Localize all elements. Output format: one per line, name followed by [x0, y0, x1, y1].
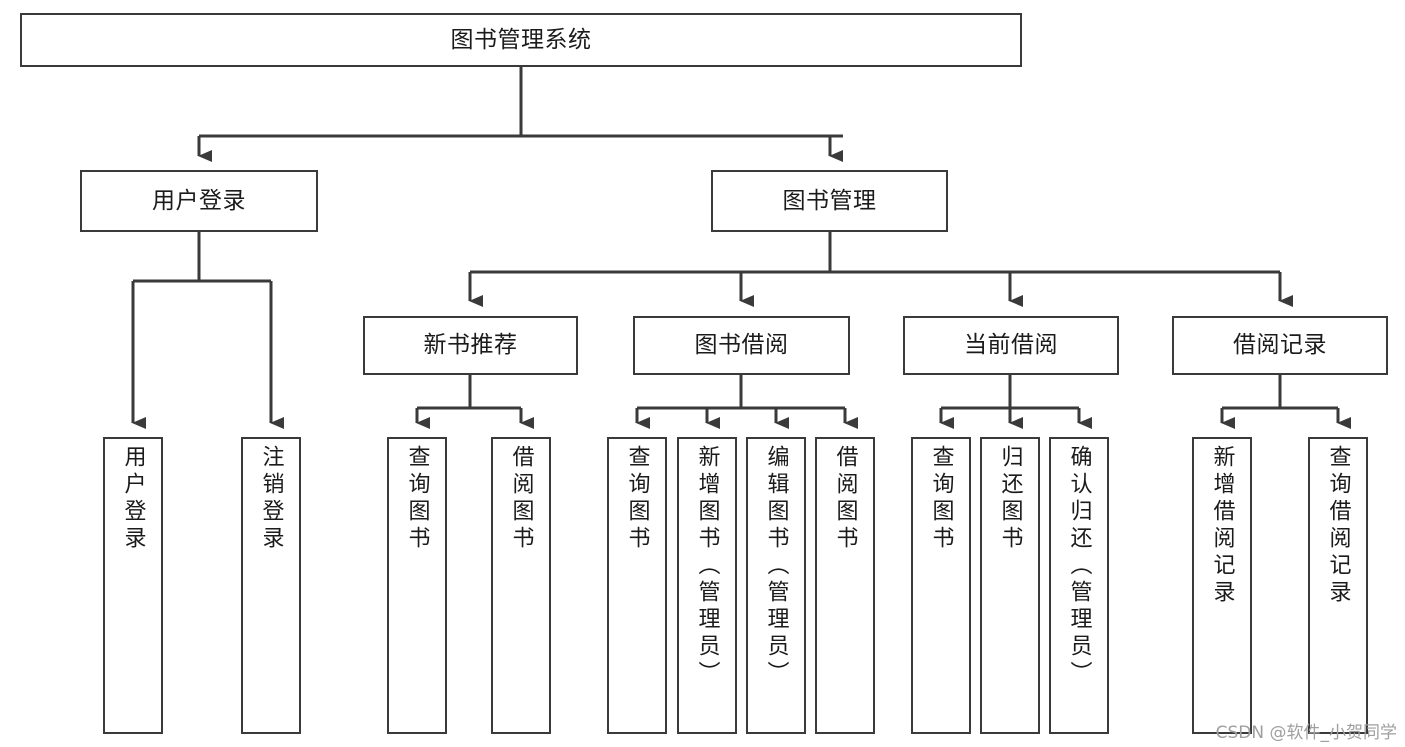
node-leaf-user-login-label: 用户登录: [120, 445, 146, 553]
node-leaf-cb-return-book[interactable]: 归还图书: [980, 437, 1040, 734]
node-leaf-br-add-record[interactable]: 新增借阅记录: [1192, 437, 1252, 734]
node-leaf-cb-query-book[interactable]: 查询图书: [911, 437, 971, 734]
node-leaf-bb-edit-book-label: 编辑图书（管理员）: [763, 445, 789, 688]
node-leaf-bb-query-book[interactable]: 查询图书: [607, 437, 667, 734]
node-leaf-bb-add-book-label: 新增图书（管理员）: [694, 445, 720, 688]
node-user-login[interactable]: 用户登录: [80, 170, 318, 232]
node-borrow-record-label: 借阅记录: [1233, 332, 1327, 359]
node-leaf-cb-confirm-return-label: 确认归还（管理员）: [1066, 445, 1092, 688]
node-book-manage-label: 图书管理: [782, 187, 877, 214]
node-leaf-cb-confirm-return[interactable]: 确认归还（管理员）: [1049, 437, 1109, 734]
node-book-borrow-label: 图书借阅: [694, 332, 789, 359]
node-leaf-bb-edit-book[interactable]: 编辑图书（管理员）: [746, 437, 806, 734]
node-borrow-record[interactable]: 借阅记录: [1172, 316, 1388, 375]
node-leaf-nb-borrow-book-label: 借阅图书: [508, 445, 534, 553]
node-leaf-br-query-record-label: 查询借阅记录: [1325, 445, 1351, 607]
node-root[interactable]: 图书管理系统: [20, 13, 1022, 67]
node-leaf-bb-borrow-book-label: 借阅图书: [832, 445, 858, 553]
node-leaf-nb-query-book[interactable]: 查询图书: [387, 437, 447, 734]
csdn-watermark: CSDN @软件_小贺同学: [1215, 723, 1397, 743]
node-leaf-nb-borrow-book[interactable]: 借阅图书: [491, 437, 551, 734]
node-new-book-recommend[interactable]: 新书推荐: [363, 316, 578, 375]
node-current-borrow-label: 当前借阅: [964, 332, 1058, 359]
node-leaf-logout[interactable]: 注销登录: [241, 437, 301, 734]
node-leaf-user-login[interactable]: 用户登录: [103, 437, 163, 734]
node-book-borrow[interactable]: 图书借阅: [633, 316, 850, 375]
node-root-label: 图书管理系统: [450, 26, 592, 53]
node-user-login-label: 用户登录: [152, 187, 246, 214]
node-new-book-recommend-label: 新书推荐: [423, 332, 518, 359]
node-leaf-br-query-record[interactable]: 查询借阅记录: [1308, 437, 1368, 734]
node-leaf-cb-query-book-label: 查询图书: [928, 445, 954, 553]
node-leaf-nb-query-book-label: 查询图书: [404, 445, 430, 553]
node-leaf-cb-return-book-label: 归还图书: [997, 445, 1023, 553]
node-leaf-bb-borrow-book[interactable]: 借阅图书: [815, 437, 875, 734]
node-leaf-logout-label: 注销登录: [258, 445, 284, 553]
node-current-borrow[interactable]: 当前借阅: [903, 316, 1119, 375]
node-leaf-br-add-record-label: 新增借阅记录: [1209, 445, 1235, 607]
node-book-manage[interactable]: 图书管理: [711, 170, 948, 232]
node-leaf-bb-query-book-label: 查询图书: [624, 445, 650, 553]
node-leaf-bb-add-book[interactable]: 新增图书（管理员）: [677, 437, 737, 734]
